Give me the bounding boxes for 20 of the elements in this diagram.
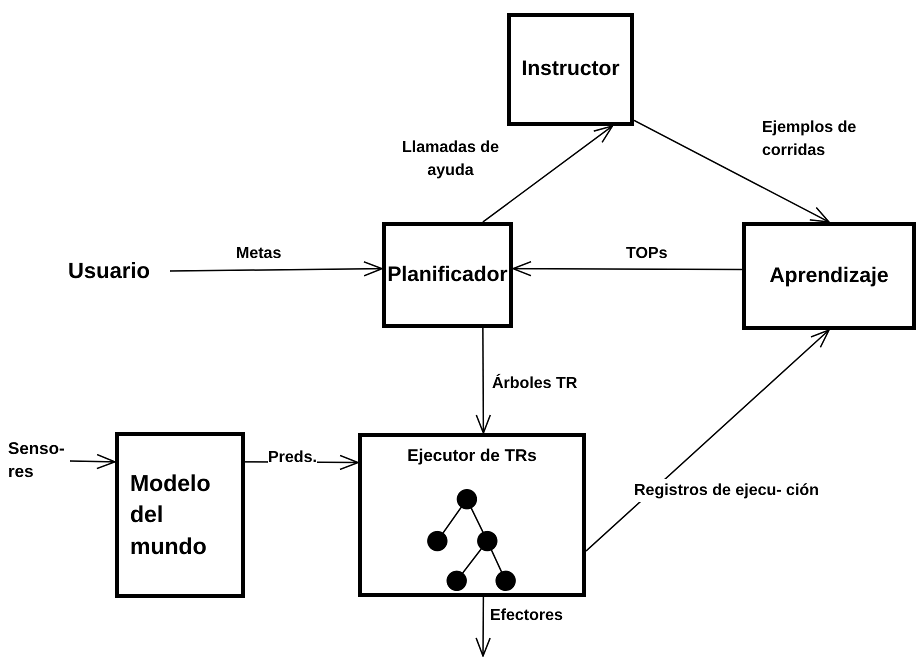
arrow: [476, 328, 492, 434]
process-box: [742, 222, 916, 330]
box-title: Aprendizaje: [769, 262, 889, 289]
process-box: [382, 222, 513, 328]
process-box: [358, 433, 586, 597]
arrow: [586, 329, 830, 552]
arrow: [482, 125, 614, 223]
node-label: Usuario: [68, 257, 150, 286]
process-box: [115, 432, 245, 598]
arrow: [170, 261, 383, 277]
arrow: [475, 597, 491, 657]
box-title: Instructor: [521, 56, 620, 82]
arrow: [70, 454, 116, 470]
process-box: [507, 13, 634, 126]
box-title: Planificador: [387, 262, 508, 288]
node-label: Senso- res: [8, 438, 64, 483]
arrow: [512, 260, 742, 276]
arrow: [634, 120, 830, 223]
box-title: Ejecutor de TRs: [407, 445, 537, 467]
box-title: Modelo del mundo: [130, 469, 212, 561]
